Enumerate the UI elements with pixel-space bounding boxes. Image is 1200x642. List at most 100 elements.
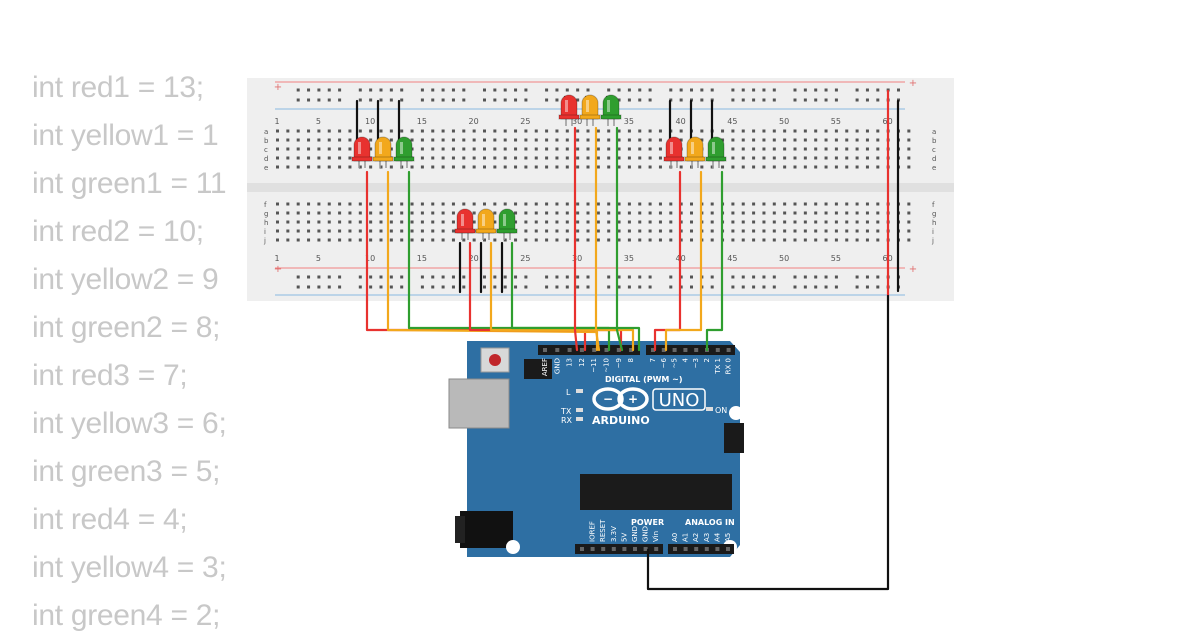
breadboard-hole (483, 202, 486, 206)
analog-header (668, 544, 734, 554)
pin-label: A5 (724, 533, 732, 542)
breadboard-hole (493, 165, 497, 169)
breadboard-hole (803, 138, 807, 142)
breadboard-hole (462, 202, 466, 206)
rail-hole (514, 98, 518, 102)
breadboard-hole (731, 202, 735, 206)
rail-hole (586, 285, 590, 289)
breadboard-hole (441, 165, 445, 169)
rail-hole (503, 98, 507, 102)
rail-hole (865, 275, 869, 279)
rail-hole (379, 275, 383, 279)
breadboard-hole (327, 238, 331, 242)
breadboard-hole (731, 156, 735, 160)
wire (594, 126, 601, 352)
pin-label: 2 (703, 358, 711, 362)
breadboard-hole (327, 229, 331, 233)
breadboard-hole (327, 138, 331, 142)
digital-header-right (646, 345, 735, 355)
breadboard-hole (307, 129, 311, 133)
breadboard-hole (607, 211, 611, 215)
breadboard-hole (410, 129, 414, 133)
breadboard-hole (596, 220, 600, 224)
breadboard-hole (338, 220, 342, 224)
pin-label: ~11 (590, 358, 598, 373)
on-led (706, 407, 713, 411)
rail-hole (834, 98, 838, 102)
breadboard-hole (772, 229, 776, 233)
reset-button-cap[interactable] (489, 354, 501, 366)
breadboard-hole (441, 156, 445, 160)
breadboard-hole (731, 211, 735, 215)
rail-hole (669, 98, 673, 102)
breadboard-hole (731, 220, 735, 224)
breadboard-hole (907, 202, 911, 206)
led-highlight (691, 142, 694, 154)
breadboard-hole (472, 147, 476, 151)
breadboard-hole (576, 202, 580, 206)
breadboard-hole (545, 138, 549, 142)
breadboard-hole (834, 220, 838, 224)
breadboard-hole (793, 211, 797, 215)
breadboard-hole (524, 202, 528, 206)
breadboard-hole (545, 229, 549, 233)
breadboard-hole (286, 147, 290, 151)
column-number: 1 (274, 117, 279, 126)
breadboard-hole (855, 238, 859, 242)
breadboard-hole (627, 147, 631, 151)
rail-hole (741, 285, 745, 289)
pin-label: 13 (566, 358, 574, 367)
breadboard-hole (400, 238, 404, 242)
rail-hole (420, 275, 424, 279)
breadboard-hole (379, 211, 383, 215)
breadboard-hole (565, 202, 569, 206)
breadboard-hole (410, 165, 414, 169)
breadboard-hole (845, 202, 849, 206)
header-hole (694, 348, 699, 352)
breadboard-hole (783, 147, 787, 151)
rail-hole (669, 275, 673, 279)
breadboard-hole (710, 165, 714, 169)
breadboard-hole (803, 147, 807, 151)
breadboard-hole (648, 138, 652, 142)
breadboard-hole (855, 156, 859, 160)
l-label: L (566, 388, 571, 397)
breadboard-hole (731, 147, 735, 151)
breadboard-hole (772, 156, 776, 160)
rail-hole (834, 275, 838, 279)
breadboard-hole (721, 138, 725, 142)
reset-button[interactable] (480, 347, 510, 373)
led-body (560, 94, 578, 120)
breadboard-hole (865, 138, 869, 142)
rail-hole (338, 285, 342, 289)
rail-hole (762, 98, 766, 102)
breadboard-hole (576, 156, 580, 160)
breadboard-hole (431, 229, 435, 233)
breadboard-hole (389, 147, 393, 151)
breadboard-hole (286, 229, 290, 233)
breadboard-hole (596, 238, 600, 242)
breadboard-hole (524, 238, 528, 242)
breadboard-hole (472, 129, 476, 133)
wire (489, 241, 635, 352)
rail-hole (358, 275, 362, 279)
breadboard-hole (400, 229, 404, 233)
column-number: 1 (274, 254, 279, 263)
breadboard-hole (876, 165, 880, 169)
column-number: 20 (469, 254, 479, 263)
breadboard-hole (441, 147, 445, 151)
breadboard-hole (669, 229, 673, 233)
breadboard-hole (596, 129, 600, 133)
rail-hole (741, 88, 745, 92)
breadboard-hole (648, 202, 652, 206)
column-number: 50 (779, 254, 789, 263)
red-led (558, 94, 580, 126)
pin-label: GND (631, 526, 639, 542)
rail-hole (389, 88, 393, 92)
rail-hole (451, 285, 455, 289)
breadboard-hole (586, 156, 590, 160)
header-hole (673, 547, 677, 551)
breadboard-hole (783, 165, 787, 169)
breadboard-hole (483, 165, 486, 169)
rail-hole (296, 98, 300, 102)
